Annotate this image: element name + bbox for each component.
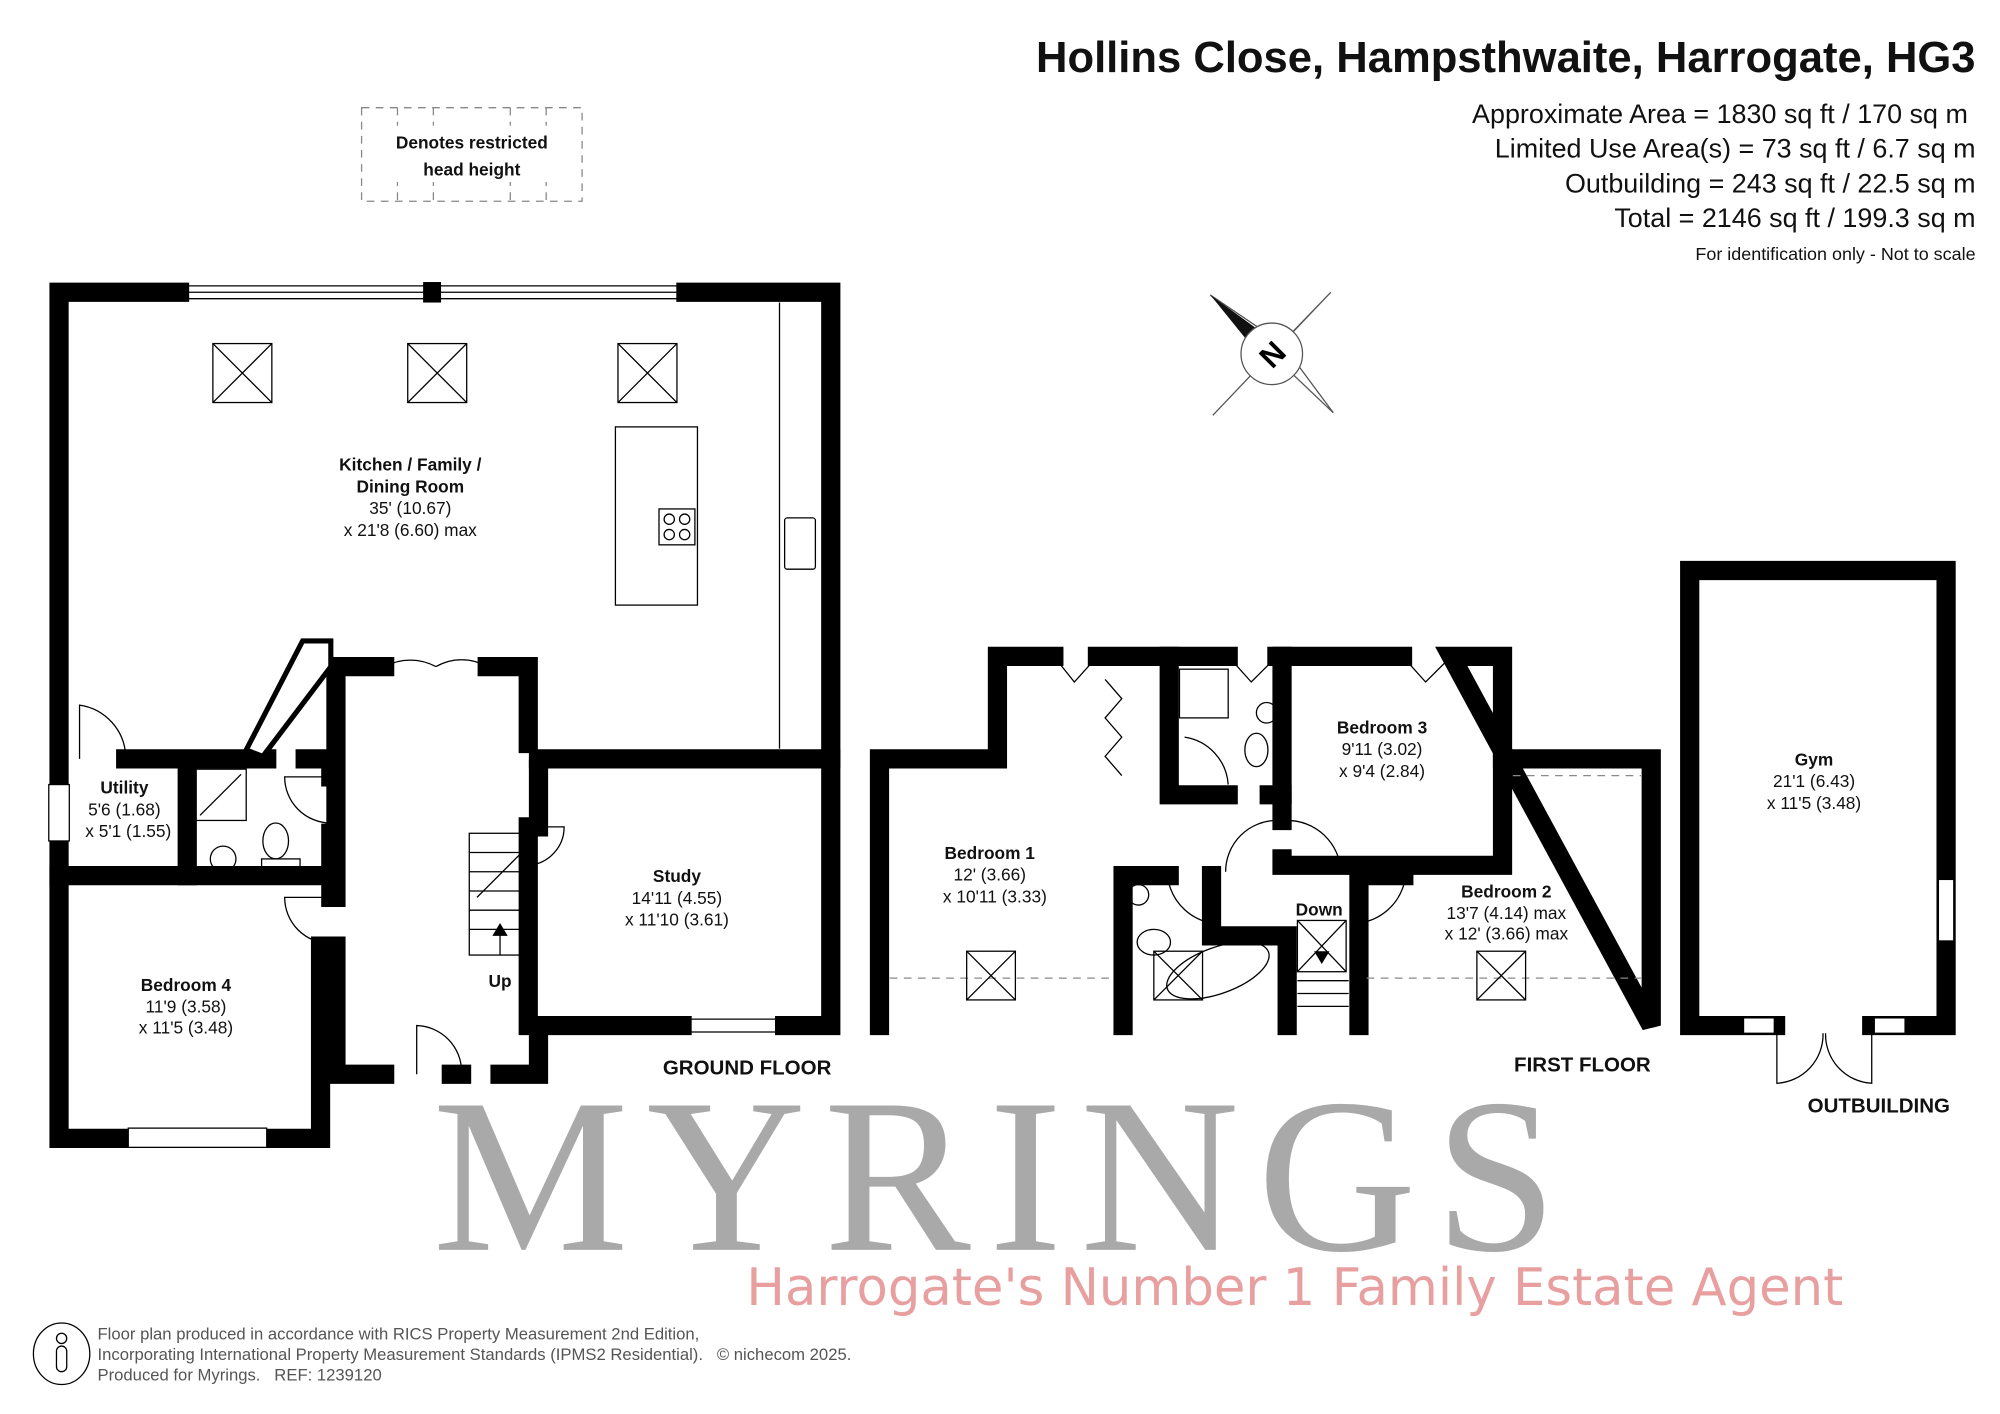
stairs-up-label: Up [489, 971, 512, 991]
legend-line2: head height [423, 160, 520, 180]
room-study: Study 14'11 (4.55) x 11'10 (3.61) [625, 866, 729, 930]
property-title: Hollins Close, Hampsthwaite, Harrogate, … [1036, 34, 1976, 82]
area-outbuilding: Outbuilding = 243 sq ft / 22.5 sq m [1565, 168, 1976, 198]
toilet-icon [262, 822, 290, 860]
room-bedroom-2: Bedroom 2 13'7 (4.14) max x 12' (3.66) m… [1445, 881, 1569, 943]
person-icon [32, 1322, 91, 1386]
first-floor-label: FIRST FLOOR [1514, 1054, 1651, 1077]
bath-icon [1166, 941, 1270, 1000]
basin-icon [1127, 883, 1150, 906]
room-dimension: 12' (3.66) [953, 865, 1026, 885]
first-floor-plan: Down Bedroom 1 12' (3.66) x 10'11 (3.33)… [869, 646, 1661, 1077]
stairs-down-label: Down [1296, 899, 1343, 919]
outbuilding-label: OUTBUILDING [1808, 1095, 1950, 1118]
room-dimension: x 12' (3.66) max [1445, 924, 1569, 944]
room-name: Study [653, 866, 701, 886]
room-name: Gym [1795, 749, 1833, 769]
ground-floor-label: GROUND FLOOR [663, 1056, 832, 1079]
room-dimension: x 21'8 (6.60) max [344, 520, 477, 540]
hob-icon [658, 508, 696, 546]
watermark-brand: MYRINGS [433, 1054, 1575, 1298]
room-dimension: x 11'5 (3.48) [139, 1017, 233, 1037]
bifold-doors [179, 282, 686, 303]
footer-line1: Floor plan produced in accordance with R… [98, 1325, 700, 1344]
room-dimension: x 5'1 (1.55) [85, 821, 171, 841]
room-name: Bedroom 1 [945, 843, 1036, 863]
disclaimer: For identification only - Not to scale [1695, 244, 1975, 264]
room-dimension: 11'9 (3.58) [146, 997, 227, 1017]
ground-floor-plan: Up Kitchen / Family / Dining Room 35' (1… [48, 282, 841, 1148]
watermark-tagline: Harrogate's Number 1 Family Estate Agent [746, 1258, 1843, 1318]
staircase-up [468, 832, 529, 956]
room-dimension: x 10'11 (3.33) [943, 886, 1047, 906]
area-limited-use: Limited Use Area(s) = 73 sq ft / 6.7 sq … [1495, 134, 1976, 164]
compass-icon: N [1209, 291, 1334, 416]
area-total: Total = 2146 sq ft / 199.3 sq m [1614, 203, 1975, 233]
basin-icon [1255, 701, 1278, 724]
outbuilding-plan: Gym 21'1 (6.43) x 11'5 (3.48) OUTBUILDIN… [1680, 560, 1956, 1118]
legend-line1: Denotes restricted [396, 133, 548, 153]
area-approximate: Approximate Area = 1830 sq ft / 170 sq m [1472, 99, 1968, 129]
room-name: Bedroom 2 [1461, 881, 1551, 901]
room-bedroom-1: Bedroom 1 12' (3.66) x 10'11 (3.33) [943, 843, 1047, 907]
room-name: Dining Room [356, 476, 464, 496]
skylight-icon [212, 342, 678, 404]
skylight-icon [966, 950, 1527, 1001]
room-dimension: x 9'4 (2.84) [1339, 761, 1425, 781]
room-gym: Gym 21'1 (6.43) x 11'5 (3.48) [1767, 749, 1861, 813]
shower-icon [194, 768, 247, 822]
shower-icon [1178, 668, 1229, 719]
room-dimension: x 11'10 (3.61) [625, 910, 729, 930]
room-dimension: 21'1 (6.43) [1773, 771, 1855, 791]
room-bedroom-4: Bedroom 4 11'9 (3.58) x 11'5 (3.48) [139, 975, 233, 1037]
room-kitchen: Kitchen / Family / Dining Room 35' (10.6… [339, 454, 481, 539]
room-dimension: 13'7 (4.14) max [1447, 903, 1567, 923]
room-dimension: 9'11 (3.02) [1342, 739, 1423, 759]
sink-icon [783, 517, 817, 570]
room-name: Kitchen / Family / [339, 454, 481, 474]
footer: Floor plan produced in accordance with R… [32, 1322, 852, 1386]
staircase-down [1296, 919, 1349, 1007]
room-dimension: 14'11 (4.55) [632, 888, 722, 908]
restricted-height-legend: Denotes restricted head height [360, 107, 583, 202]
room-name: Bedroom 4 [141, 975, 232, 995]
room-utility: Utility 5'6 (1.68) x 5'1 (1.55) [85, 778, 171, 842]
room-dimension: 5'6 (1.68) [88, 799, 161, 819]
room-name: Utility [100, 778, 148, 798]
footer-line3: Produced for Myrings. REF: 1239120 [98, 1366, 382, 1385]
room-bedroom-3: Bedroom 3 9'11 (3.02) x 9'4 (2.84) [1337, 717, 1427, 781]
footer-line2: Incorporating International Property Mea… [98, 1345, 852, 1364]
basin-icon [209, 845, 237, 873]
room-name: Bedroom 3 [1337, 717, 1427, 737]
kitchen-island [614, 426, 699, 606]
room-dimension: 35' (10.67) [369, 498, 451, 518]
toilet-icon [1244, 732, 1269, 768]
room-dimension: x 11'5 (3.48) [1767, 793, 1861, 813]
